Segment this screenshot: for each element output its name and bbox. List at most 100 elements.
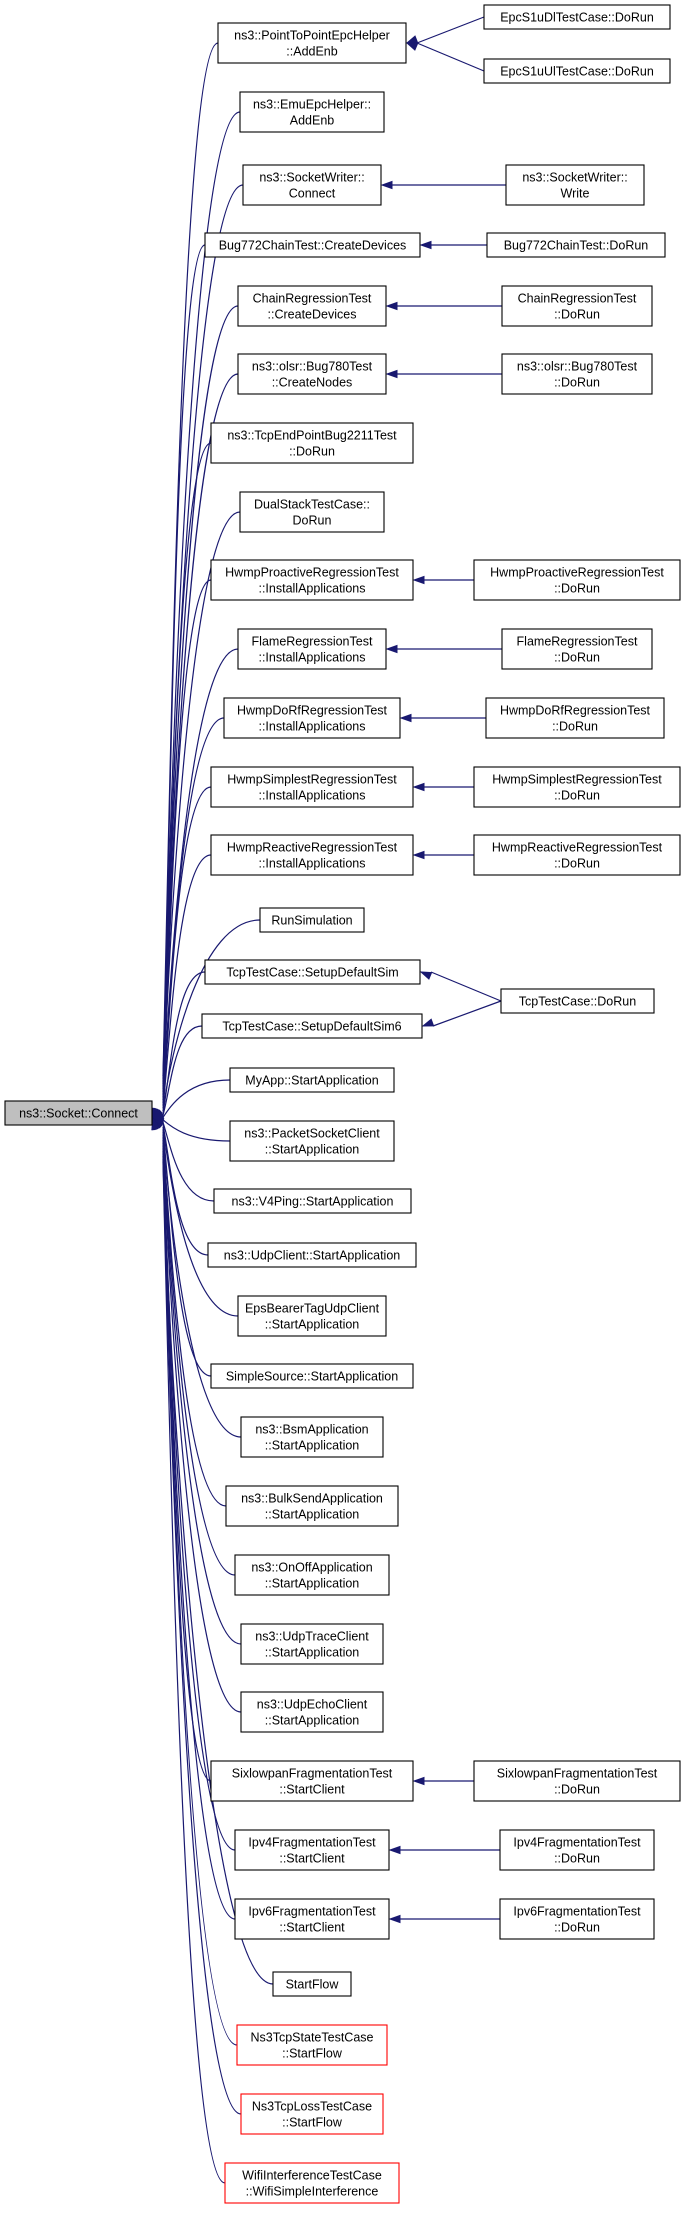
node-sixlowpanfragmentationtest-dorun[interactable]: SixlowpanFragmentationTest::DoRun bbox=[473, 1760, 681, 1802]
node-myapp-startapplication[interactable]: MyApp::StartApplication bbox=[229, 1067, 395, 1093]
node-box[interactable] bbox=[240, 1691, 384, 1733]
node-box[interactable] bbox=[242, 164, 382, 206]
node-ns3-pointtopointepchelper-addenb[interactable]: ns3::PointToPointEpcHelper::AddEnb bbox=[217, 22, 407, 64]
node-hwmpproactiveregressiontest-dorun[interactable]: HwmpProactiveRegressionTest::DoRun bbox=[473, 559, 681, 601]
node-box[interactable] bbox=[499, 1829, 655, 1871]
node-ns3-udptraceclient-startapplication[interactable]: ns3::UdpTraceClient::StartApplication bbox=[240, 1623, 384, 1665]
node-box[interactable] bbox=[240, 2093, 384, 2135]
node-box[interactable] bbox=[501, 353, 653, 395]
node-tcptestcase-setupdefaultsim[interactable]: TcpTestCase::SetupDefaultSim bbox=[204, 959, 421, 985]
node-box[interactable] bbox=[237, 285, 387, 327]
node-box[interactable] bbox=[210, 1363, 414, 1389]
node-box[interactable] bbox=[259, 907, 365, 933]
node-hwmpsimplestregressiontest-installapplications[interactable]: HwmpSimplestRegressionTest::InstallAppli… bbox=[210, 766, 414, 808]
node-box[interactable] bbox=[204, 232, 421, 258]
node-tcptestcase-dorun[interactable]: TcpTestCase::DoRun bbox=[500, 988, 655, 1014]
node-ns3-bulksendapplication-startapplication[interactable]: ns3::BulkSendApplication::StartApplicati… bbox=[225, 1485, 399, 1527]
node-hwmpdorfregressiontest-installapplications[interactable]: HwmpDoRfRegressionTest::InstallApplicati… bbox=[223, 697, 401, 739]
node-bug772chaintest-dorun[interactable]: Bug772ChainTest::DoRun bbox=[486, 232, 666, 258]
node-box[interactable] bbox=[237, 1295, 387, 1337]
node-ns3-socketwriter-write[interactable]: ns3::SocketWriter::Write bbox=[505, 164, 645, 206]
node-box[interactable] bbox=[240, 1623, 384, 1665]
node-box[interactable] bbox=[229, 1067, 395, 1093]
node-box[interactable] bbox=[473, 834, 681, 876]
node-flameregressiontest-dorun[interactable]: FlameRegressionTest::DoRun bbox=[501, 628, 653, 670]
node-box[interactable] bbox=[234, 1554, 390, 1596]
node-ns3-packetsocketclient-startapplication[interactable]: ns3::PacketSocketClient::StartApplicatio… bbox=[229, 1120, 395, 1162]
node-box[interactable] bbox=[240, 1416, 384, 1458]
node-ns3-tcpendpointbug2211test-dorun[interactable]: ns3::TcpEndPointBug2211Test::DoRun bbox=[210, 422, 414, 464]
root-node-box[interactable] bbox=[4, 1100, 153, 1126]
node-box[interactable] bbox=[239, 91, 385, 133]
node-box[interactable] bbox=[483, 58, 671, 84]
node-box[interactable] bbox=[210, 559, 414, 601]
node-box[interactable] bbox=[473, 1760, 681, 1802]
node-sixlowpanfragmentationtest-startclient[interactable]: SixlowpanFragmentationTest::StartClient bbox=[210, 1760, 414, 1802]
node-box[interactable] bbox=[229, 1120, 395, 1162]
node-box[interactable] bbox=[207, 1242, 417, 1268]
node-box[interactable] bbox=[236, 2024, 388, 2066]
node-ipv6fragmentationtest-startclient[interactable]: Ipv6FragmentationTest::StartClient bbox=[234, 1898, 390, 1940]
node-ns3-bsmapplication-startapplication[interactable]: ns3::BsmApplication::StartApplication bbox=[240, 1416, 384, 1458]
node-box[interactable] bbox=[483, 4, 671, 30]
node-box[interactable] bbox=[223, 697, 401, 739]
node-epsbearertagudpclient-startapplication[interactable]: EpsBearerTagUdpClient::StartApplication bbox=[237, 1295, 387, 1337]
node-hwmpreactiveregressiontest-dorun[interactable]: HwmpReactiveRegressionTest::DoRun bbox=[473, 834, 681, 876]
node-box[interactable] bbox=[237, 628, 387, 670]
node-wifiinterferencetestcase-wifisimpleinterference[interactable]: WifiInterferenceTestCase::WifiSimpleInte… bbox=[224, 2162, 400, 2204]
node-box[interactable] bbox=[272, 1971, 352, 1997]
node-epcs1udltestcase-dorun[interactable]: EpcS1uDlTestCase::DoRun bbox=[483, 4, 671, 30]
node-box[interactable] bbox=[234, 1898, 390, 1940]
node-box[interactable] bbox=[499, 1898, 655, 1940]
node-ns3-onoffapplication-startapplication[interactable]: ns3::OnOffApplication::StartApplication bbox=[234, 1554, 390, 1596]
node-box[interactable] bbox=[485, 697, 665, 739]
node-box[interactable] bbox=[201, 1013, 423, 1039]
node-box[interactable] bbox=[234, 1829, 390, 1871]
node-box[interactable] bbox=[473, 766, 681, 808]
node-box[interactable] bbox=[501, 628, 653, 670]
node-hwmpproactiveregressiontest-installapplications[interactable]: HwmpProactiveRegressionTest::InstallAppl… bbox=[210, 559, 414, 601]
node-dualstacktestcase-dorun[interactable]: DualStackTestCase::DoRun bbox=[239, 491, 385, 533]
node-box[interactable] bbox=[210, 766, 414, 808]
node-chainregressiontest-dorun[interactable]: ChainRegressionTest::DoRun bbox=[501, 285, 653, 327]
node-box[interactable] bbox=[500, 988, 655, 1014]
node-box[interactable] bbox=[473, 559, 681, 601]
node-box[interactable] bbox=[225, 1485, 399, 1527]
node-box[interactable] bbox=[501, 285, 653, 327]
node-ns3-udpechoclient-startapplication[interactable]: ns3::UdpEchoClient::StartApplication bbox=[240, 1691, 384, 1733]
node-box[interactable] bbox=[204, 959, 421, 985]
node-epcs1uultestcase-dorun[interactable]: EpcS1uUlTestCase::DoRun bbox=[483, 58, 671, 84]
node-ns3tcpstatetestcase-startflow[interactable]: Ns3TcpStateTestCase::StartFlow bbox=[236, 2024, 388, 2066]
node-box[interactable] bbox=[210, 834, 414, 876]
node-ns3-socket-connect[interactable]: ns3::Socket::Connect bbox=[4, 1100, 153, 1126]
node-ipv6fragmentationtest-dorun[interactable]: Ipv6FragmentationTest::DoRun bbox=[499, 1898, 655, 1940]
node-ns3-olsr-bug780test-dorun[interactable]: ns3::olsr::Bug780Test::DoRun bbox=[501, 353, 653, 395]
node-bug772chaintest-createdevices[interactable]: Bug772ChainTest::CreateDevices bbox=[204, 232, 421, 258]
node-ipv4fragmentationtest-startclient[interactable]: Ipv4FragmentationTest::StartClient bbox=[234, 1829, 390, 1871]
node-box[interactable] bbox=[239, 491, 385, 533]
node-box[interactable] bbox=[213, 1188, 412, 1214]
node-box[interactable] bbox=[217, 22, 407, 64]
node-hwmpdorfregressiontest-dorun[interactable]: HwmpDoRfRegressionTest::DoRun bbox=[485, 697, 665, 739]
node-flameregressiontest-installapplications[interactable]: FlameRegressionTest::InstallApplications bbox=[237, 628, 387, 670]
node-box[interactable] bbox=[486, 232, 666, 258]
node-runsimulation[interactable]: RunSimulation bbox=[259, 907, 365, 933]
node-ns3tcplosstestcase-startflow[interactable]: Ns3TcpLossTestCase::StartFlow bbox=[240, 2093, 384, 2135]
node-ipv4fragmentationtest-dorun[interactable]: Ipv4FragmentationTest::DoRun bbox=[499, 1829, 655, 1871]
node-simplesource-startapplication[interactable]: SimpleSource::StartApplication bbox=[210, 1363, 414, 1389]
node-ns3-udpclient-startapplication[interactable]: ns3::UdpClient::StartApplication bbox=[207, 1242, 417, 1268]
node-ns3-olsr-bug780test-createnodes[interactable]: ns3::olsr::Bug780Test::CreateNodes bbox=[237, 353, 387, 395]
node-box[interactable] bbox=[237, 353, 387, 395]
node-tcptestcase-setupdefaultsim6[interactable]: TcpTestCase::SetupDefaultSim6 bbox=[201, 1013, 423, 1039]
node-box[interactable] bbox=[224, 2162, 400, 2204]
node-startflow[interactable]: StartFlow bbox=[272, 1971, 352, 1997]
node-box[interactable] bbox=[505, 164, 645, 206]
node-box[interactable] bbox=[210, 1760, 414, 1802]
node-ns3-socketwriter-connect[interactable]: ns3::SocketWriter::Connect bbox=[242, 164, 382, 206]
node-hwmpreactiveregressiontest-installapplications[interactable]: HwmpReactiveRegressionTest::InstallAppli… bbox=[210, 834, 414, 876]
node-ns3-v4ping-startapplication[interactable]: ns3::V4Ping::StartApplication bbox=[213, 1188, 412, 1214]
node-chainregressiontest-createdevices[interactable]: ChainRegressionTest::CreateDevices bbox=[237, 285, 387, 327]
node-box[interactable] bbox=[210, 422, 414, 464]
node-ns3-emuepchelper-addenb[interactable]: ns3::EmuEpcHelper::AddEnb bbox=[239, 91, 385, 133]
node-hwmpsimplestregressiontest-dorun[interactable]: HwmpSimplestRegressionTest::DoRun bbox=[473, 766, 681, 808]
